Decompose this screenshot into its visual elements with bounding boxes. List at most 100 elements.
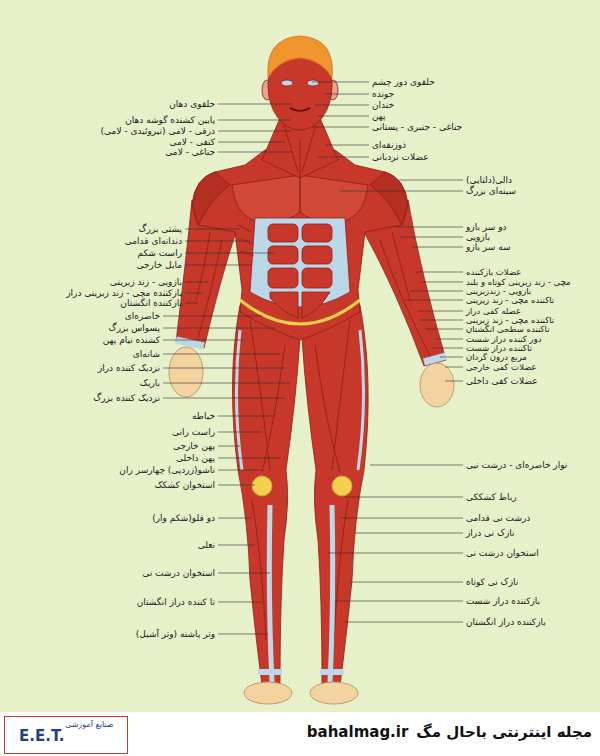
muscle-label: پهن: [372, 111, 386, 121]
muscle-label: درقی - لامی (تیروئیدی - لامی): [101, 126, 215, 136]
leader-line: [340, 518, 463, 519]
muscle-label: عضلات کفی داخلی: [466, 376, 538, 386]
footer-band: [0, 712, 600, 756]
leader-line: [315, 105, 369, 106]
belt-line: [240, 300, 360, 324]
leader-line: [163, 340, 243, 341]
kneecap: [332, 476, 352, 496]
leader-line: [420, 282, 463, 283]
leader-line: [218, 142, 285, 143]
muscle-label: استخوان درشت نی: [142, 568, 215, 578]
muscle-label: تاکننده دراز شست: [466, 344, 532, 353]
muscle-label: نازک نی کوتاه: [466, 577, 518, 587]
leader-line: [185, 241, 250, 242]
muscle-label: نازک نی دراز: [466, 528, 515, 538]
leader-line: [340, 191, 463, 192]
leader-line: [163, 383, 290, 384]
leader-line: [163, 354, 280, 355]
leader-line: [370, 465, 463, 466]
muscle-label: نوار خاصره‌ای - درشت نیی: [466, 460, 567, 470]
leader-line: [163, 328, 275, 329]
muscle-label: استخوان درشت نی: [466, 548, 539, 558]
muscle-label: تا کننده دراز انگشتان: [137, 597, 215, 607]
muscle-label: جناغی - لامی: [165, 147, 215, 157]
muscle-label: جونده: [372, 89, 394, 99]
watermark-text: bahalmag.ir: [307, 722, 409, 742]
leader-line: [218, 104, 293, 105]
muscle-label: عضله کفی دراز: [466, 307, 521, 316]
leader-line: [425, 329, 463, 330]
leader-line: [335, 601, 463, 602]
muscle-label: استخوان کشکک: [154, 480, 215, 490]
muscle-label: تاکننده سطحی انگشتان: [466, 325, 550, 334]
muscle-label: کتفی - لامی: [170, 137, 215, 147]
muscle-label: عضلات بازکننده: [466, 268, 521, 277]
muscle-label: نعلی: [198, 540, 215, 550]
leader-line: [412, 247, 463, 248]
leader-line: [163, 316, 262, 317]
leader-line: [163, 368, 285, 369]
leader-line: [420, 320, 463, 321]
leader-line: [415, 272, 463, 273]
muscle-label: بازکننده دراز انگشتان: [466, 617, 546, 627]
leader-line: [218, 432, 262, 433]
muscle-label: بازکننده انگشتان: [120, 298, 182, 308]
leader-line: [185, 293, 203, 294]
leader-line: [218, 131, 292, 132]
leader-line: [325, 94, 369, 95]
muscle-label: پهن داخلی: [176, 453, 215, 463]
leader-line: [218, 634, 268, 635]
leader-line: [163, 398, 285, 399]
torso: [192, 150, 408, 340]
muscle-label: سینه‌ای بزرگ: [466, 186, 516, 196]
hair: [268, 36, 333, 78]
leader-line: [398, 180, 463, 181]
muscle-label: راست شکم: [137, 248, 182, 258]
leader-line: [218, 518, 252, 519]
muscle-label: باریک: [140, 378, 160, 388]
wrist-band: [176, 340, 446, 362]
abs: [268, 224, 332, 318]
muscle-label: جناغی - جنبری - پستانی: [372, 122, 462, 132]
muscle-label: دالی(دلتایی): [466, 175, 512, 185]
muscle-label: ذوزنقه‌ای: [372, 140, 406, 150]
abdomen: [250, 218, 350, 307]
leader-line: [345, 497, 463, 498]
muscle-label: مایل خارجی: [137, 260, 182, 270]
left-leg: [232, 305, 300, 685]
leader-line: [218, 446, 240, 447]
muscle-label: شانه‌ای: [133, 349, 160, 359]
pectoral: [232, 175, 368, 222]
deltoid: [192, 172, 408, 225]
shin-tendon: [269, 505, 332, 682]
muscle-label: بازویی: [466, 232, 490, 242]
serratus: [238, 225, 254, 256]
muscle-label: حلقوی دهان: [169, 99, 215, 109]
kneecap: [252, 476, 272, 496]
leader-line: [218, 545, 255, 546]
leader-line: [345, 622, 463, 623]
muscle-label: تاکننده مچی - زند زیرینی: [466, 296, 554, 305]
right-leg: [302, 305, 368, 685]
leader-line: [185, 282, 208, 283]
muscle-label: درشت نی قدامی: [466, 513, 530, 523]
iliotibial-band: [236, 330, 363, 470]
muscle-label: عضلات کفی خارجی: [466, 363, 537, 372]
leader-line: [218, 485, 255, 486]
muscle-label: خاصره‌ای: [125, 311, 160, 321]
muscle-label: راست رانی: [172, 427, 215, 437]
leader-line: [418, 311, 463, 312]
leader-line: [318, 116, 369, 117]
leader-line: [328, 553, 463, 554]
leader-line: [312, 82, 369, 83]
muscle-label: نزدیک کننده بزرگ: [93, 393, 160, 403]
watermark-text: مجله اینترنتی باحال مگ: [416, 722, 592, 742]
muscle-label: دو سر بازو: [466, 222, 507, 232]
muscle-label: پایین کشنده گوشه دهان: [125, 115, 215, 125]
eye: [281, 80, 293, 86]
muscle-label: بازکننده دراز شست: [466, 596, 540, 606]
leader-line: [432, 348, 463, 349]
muscle-label: پشتی بزرگ: [139, 224, 182, 234]
leader-line: [218, 416, 275, 417]
neck-lines: [284, 125, 316, 178]
